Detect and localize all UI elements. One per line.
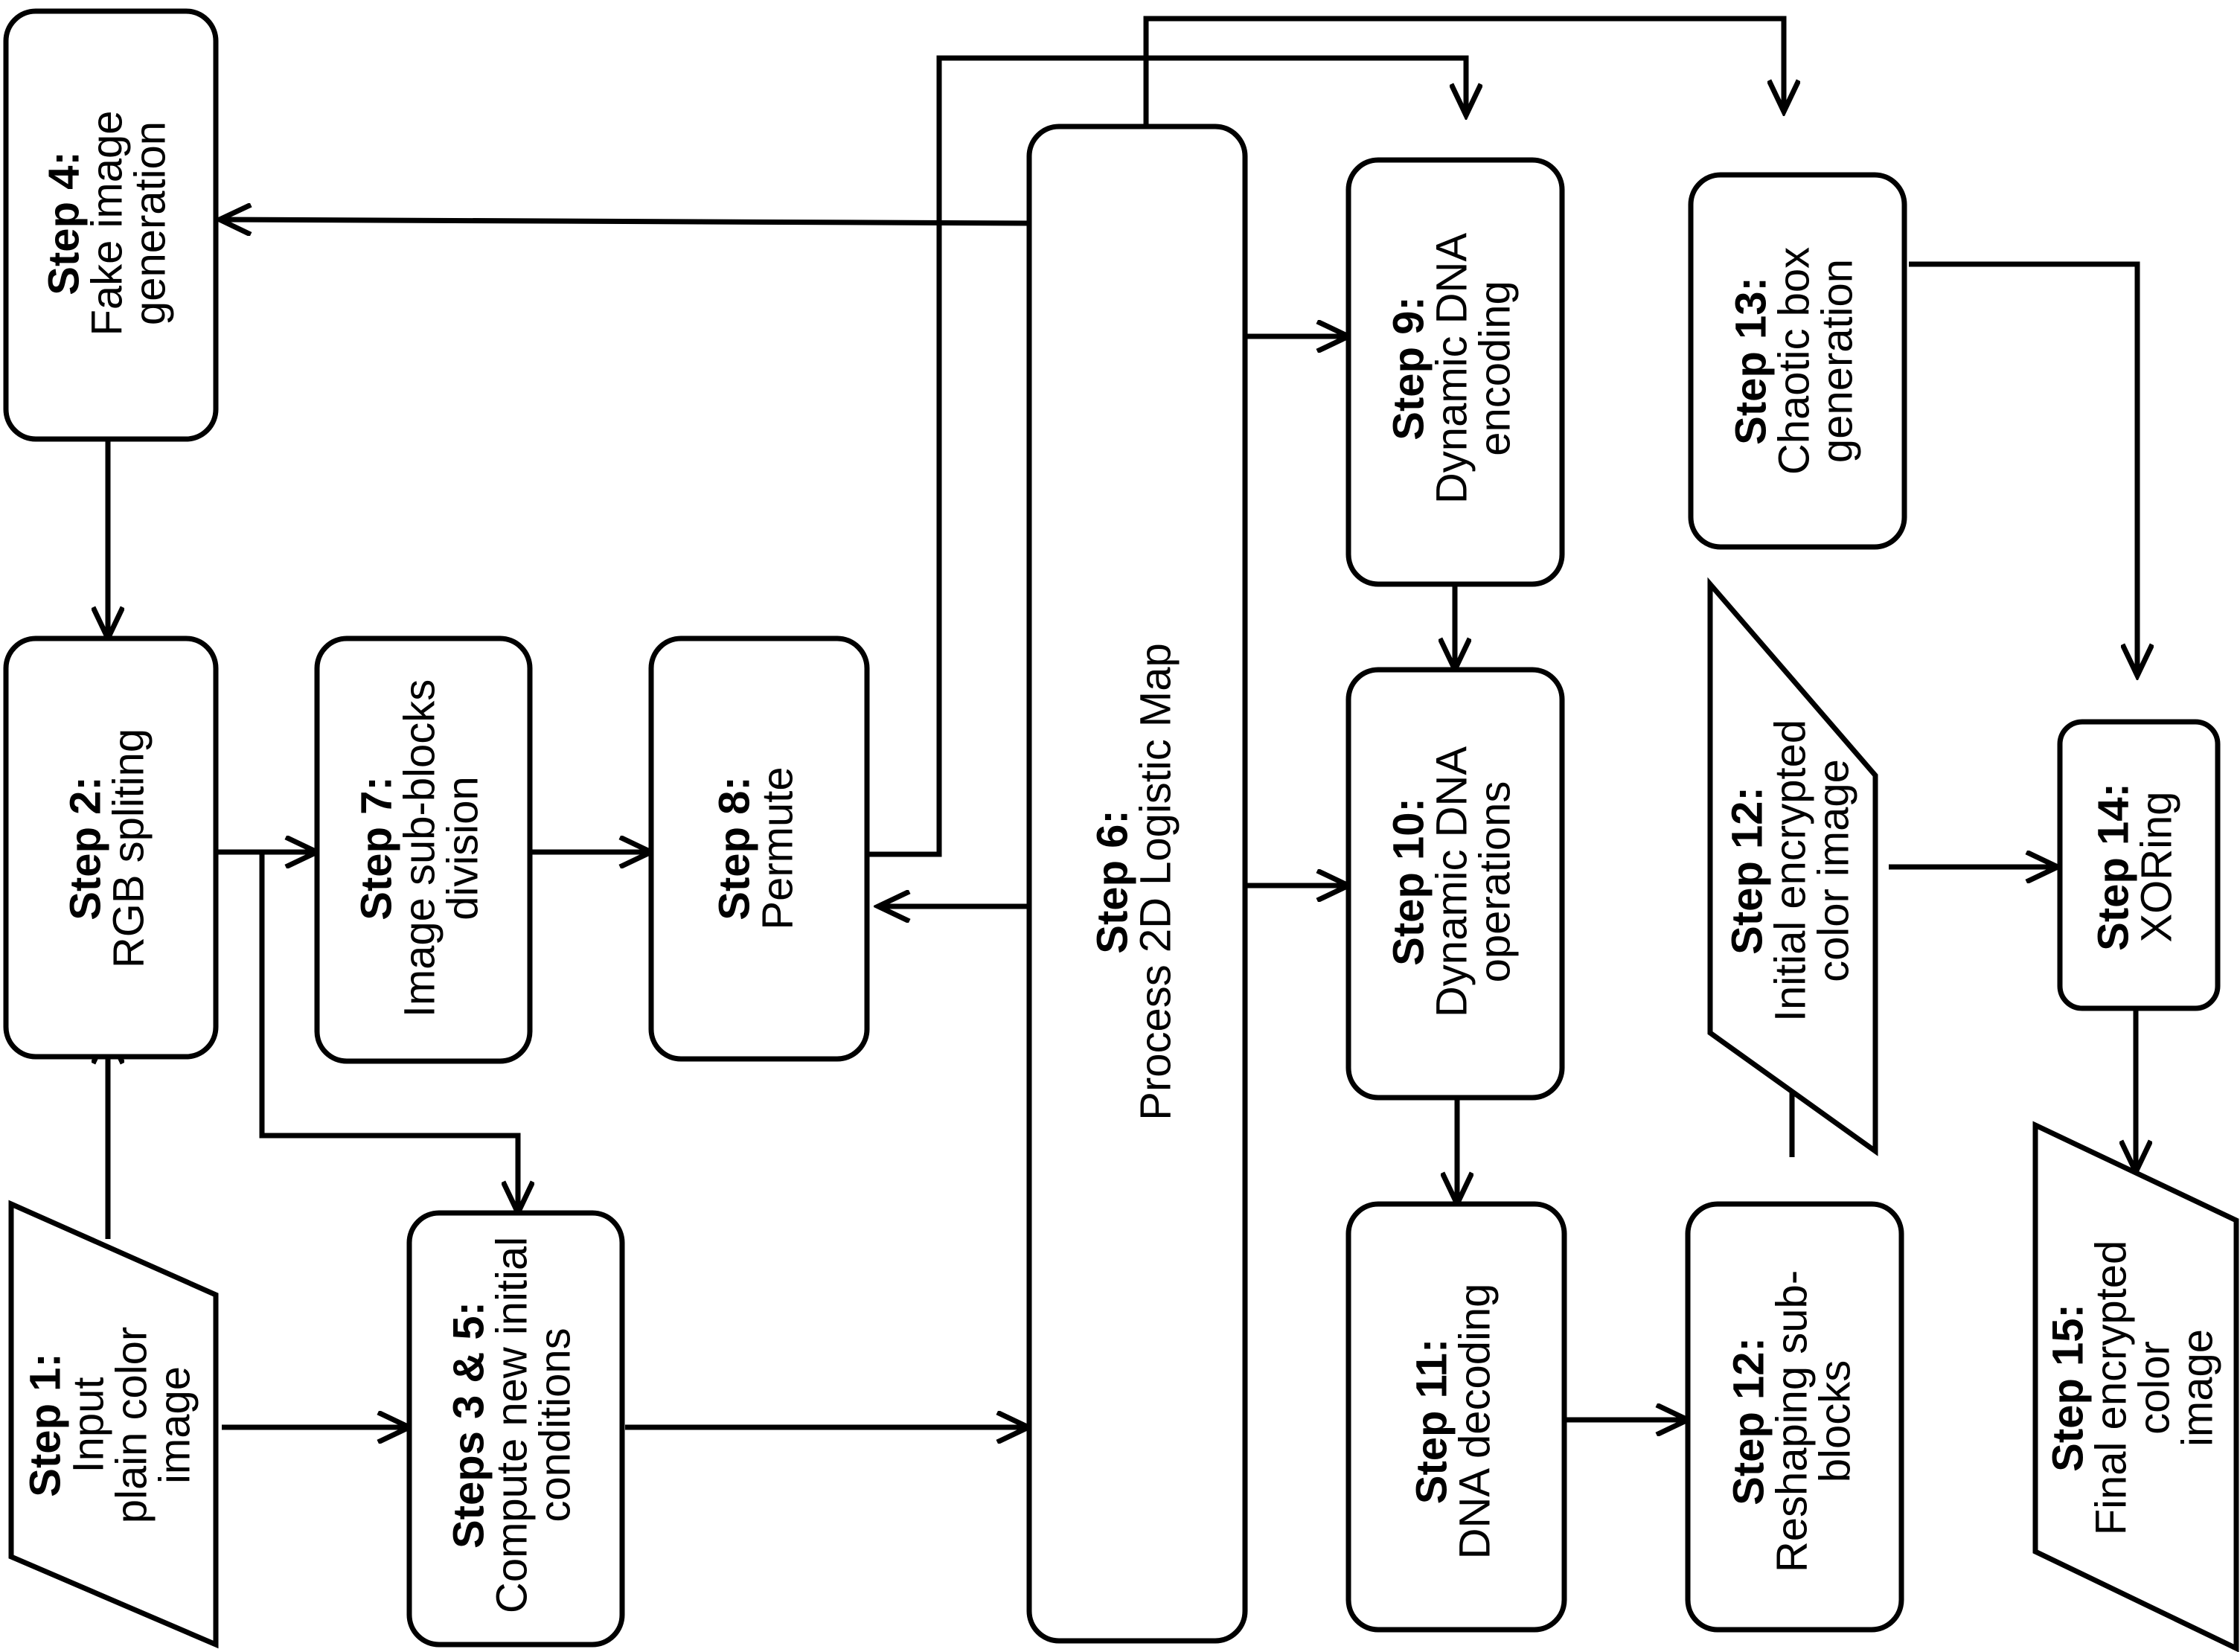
step9-step-number: Step 9: <box>1384 296 1433 440</box>
step9-dna-encoding-node <box>1345 157 1565 587</box>
step11-label: Step 11:DNA decoding <box>1407 1284 1499 1560</box>
step2-rgb-splitting-node <box>3 635 219 1060</box>
step2-label-line: RGB spliting <box>104 729 153 968</box>
step13-step-number: Step 13: <box>1727 277 1775 445</box>
step12b-step-number: Step 12: <box>1723 787 1771 955</box>
step7-step-number: Step 7: <box>352 776 400 920</box>
step4-step-number: Step 4: <box>39 151 88 295</box>
step13-label-line: Chaotic box <box>1770 247 1818 475</box>
step15-label-line: image <box>2173 1329 2221 1447</box>
step6-label-line: Process 2D Logistic Map <box>1131 643 1180 1120</box>
step1-input-image-node <box>8 1200 219 1649</box>
step14-xoring-node <box>2057 719 2221 1011</box>
step11-label-line: DNA decoding <box>1450 1284 1499 1560</box>
step35-initial-conditions-node <box>406 1210 625 1648</box>
step2-step-number: Step 2: <box>61 776 109 920</box>
arrow-step13-to-step14 <box>1909 261 2137 676</box>
step1-step-number: Step 1: <box>21 1353 69 1496</box>
step15-final-encrypted-node <box>2032 1121 2239 1652</box>
step12a-label: Step 12:Reshaping sub-blocks <box>1724 1270 1859 1572</box>
step12a-step-number: Step 12: <box>1724 1337 1773 1505</box>
arrow-step6-to-step13 <box>1143 16 1784 127</box>
step10-label-line: operations <box>1471 781 1519 983</box>
step4-label-line: Fake image <box>83 110 131 336</box>
step15-step-number: Step 15: <box>2044 1304 2092 1472</box>
step7-label-line: Image sub-blocks <box>395 679 444 1018</box>
step35-label-line: conditions <box>531 1328 579 1522</box>
step13-chaotic-box-node <box>1688 172 1907 550</box>
step7-subblocks-node <box>314 635 533 1064</box>
step8-label: Step 8:Permute <box>710 766 801 929</box>
arrow-step6-to-step4 <box>220 220 1030 223</box>
edges <box>108 16 2137 1427</box>
step6-logistic-map-node <box>1026 124 1248 1644</box>
step2-label: Step 2:RGB spliting <box>61 729 153 968</box>
nodes <box>3 8 2239 1652</box>
step15-label-line: Final encrypted <box>2087 1240 2135 1536</box>
step4-fake-image-node <box>3 8 219 442</box>
step12b-label-line: Initial encrypted <box>1766 720 1814 1022</box>
step12b-label-line: color image <box>1809 759 1857 982</box>
step14-label: Step 14:XORing <box>2089 783 2180 951</box>
step9-label-line: Dynamic DNA <box>1427 233 1476 504</box>
step15-label-line: color <box>2130 1341 2178 1435</box>
step12-initial-encrypted-node <box>1707 577 1878 1156</box>
step4-label-line: generation <box>126 121 174 325</box>
arrow-step8-to-step9 <box>867 55 1466 857</box>
step6-label: Step 6:Process 2D Logistic Map <box>1088 643 1180 1120</box>
step10-dna-operations-node <box>1345 667 1565 1101</box>
step12a-label-line: blocks <box>1811 1360 1859 1482</box>
step1-label-line: plain color <box>107 1327 156 1523</box>
step13-label-line: generation <box>1813 259 1861 463</box>
step12-reshaping-node <box>1685 1201 1904 1633</box>
step14-step-number: Step 14: <box>2089 783 2137 951</box>
step11-dna-decoding-node <box>1345 1201 1567 1633</box>
step9-label-line: encoding <box>1471 281 1519 455</box>
step11-step-number: Step 11: <box>1407 1339 1456 1504</box>
step6-step-number: Step 6: <box>1088 810 1136 953</box>
step35-step-number: Steps 3 & 5: <box>444 1302 493 1549</box>
step8-label-line: Permute <box>753 766 801 929</box>
step10-step-number: Step 10: <box>1384 798 1433 966</box>
step14-label-line: XORing <box>2132 791 2180 942</box>
arrow-step2-to-step35 <box>259 852 518 1213</box>
step10-label-line: Dynamic DNA <box>1427 746 1476 1017</box>
step35-label-line: Compute new initial <box>487 1237 536 1613</box>
step35-label: Steps 3 & 5:Compute new initialcondition… <box>444 1237 579 1613</box>
step8-step-number: Step 8: <box>710 776 758 920</box>
step7-label-line: division <box>438 776 487 920</box>
step1-label-line: Input <box>64 1377 112 1473</box>
step12a-label-line: Reshaping sub- <box>1767 1270 1816 1572</box>
step8-permute-node <box>648 635 870 1062</box>
step1-label-line: image <box>150 1366 199 1484</box>
